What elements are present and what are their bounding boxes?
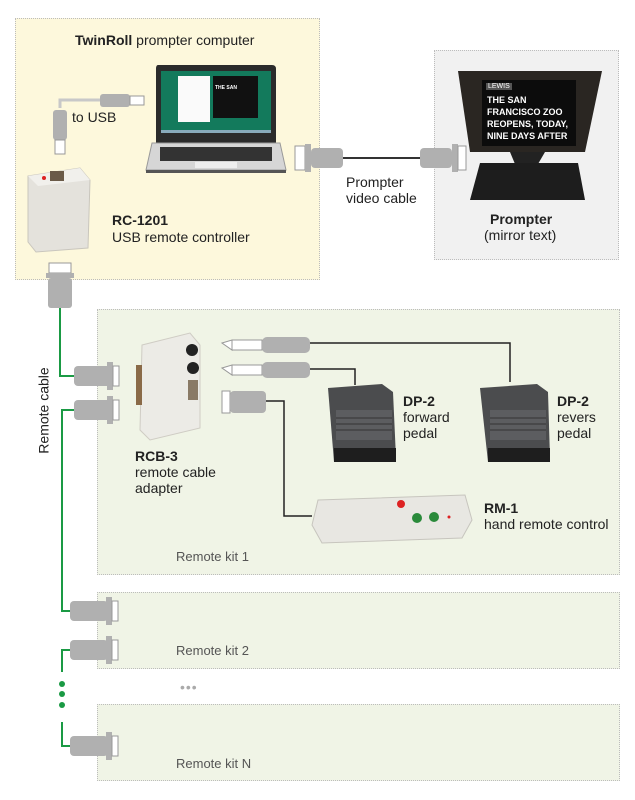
dp-2-forward-description-line1: forward xyxy=(403,409,450,425)
laptop-screen-text: THE SAN xyxy=(215,85,237,91)
prompter-screen-text: THE SAN FRANCISCO ZOO REOPENS, TODAY, NI… xyxy=(487,94,568,142)
video-cable xyxy=(294,144,467,172)
remote-cable-continuation-dots xyxy=(59,681,65,708)
rcb-3-model: RCB-3 xyxy=(135,448,178,464)
computer-group-title: TwinRoll prompter computer xyxy=(75,32,254,49)
kitn-in-connector xyxy=(70,732,119,760)
screen-line: NINE DAYS AFTER xyxy=(487,131,568,141)
dp-2-reverse-description-line2: pedal xyxy=(557,425,592,441)
prompter-screen-tag: LEWIS xyxy=(486,83,512,90)
dp-2-forward-description-line2: pedal xyxy=(403,425,438,441)
kit2-out-connector xyxy=(70,636,119,664)
screen-line: REOPENS, TODAY, xyxy=(487,119,569,129)
remote-kit-n-label: Remote kit N xyxy=(176,756,252,771)
remote-kit-n-box xyxy=(97,704,620,781)
dp-2-reverse-pedal-device xyxy=(480,384,550,462)
rc-1201-description: USB remote controller xyxy=(112,229,250,245)
rm-1-description: hand remote control xyxy=(484,516,609,532)
dp-2-forward-model: DP-2 xyxy=(403,393,435,409)
rcb-3-adapter xyxy=(136,332,201,441)
dp-2-reverse-model: DP-2 xyxy=(557,393,589,409)
rm-1-model: RM-1 xyxy=(484,500,519,516)
more-kits-ellipsis: ••• xyxy=(180,679,198,695)
video-cable-label-line2: video cable xyxy=(346,190,417,206)
kit2-in-connector xyxy=(70,597,119,625)
rcb-3-description-line1: remote cable xyxy=(135,464,216,480)
pedal-and-remote-cables xyxy=(266,342,511,517)
prompter-subtitle: (mirror text) xyxy=(484,227,557,243)
kit-connectors xyxy=(70,362,120,760)
video-cable-label-line1: Prompter xyxy=(346,174,404,190)
laptop xyxy=(145,65,287,173)
dp-2-reverse-description-line1: revers xyxy=(557,409,596,425)
computer-group-subtitle: prompter computer xyxy=(132,32,255,48)
rm-1-hand-remote-device xyxy=(311,494,473,544)
screen-line: THE SAN xyxy=(487,95,527,105)
remote-kit-2-box xyxy=(97,592,620,669)
remote-cable-lines xyxy=(59,308,75,747)
prompter-title: Prompter xyxy=(490,211,553,227)
usb-cable xyxy=(53,94,145,155)
dp-2-forward-pedal-device xyxy=(328,384,396,462)
remote-kit-1-label: Remote kit 1 xyxy=(176,549,249,564)
rc-1201-device xyxy=(27,167,91,253)
kit1-in-connector xyxy=(74,362,120,390)
rc-1201-connector xyxy=(46,262,74,308)
brand-name: TwinRoll xyxy=(75,32,133,48)
kit1-out-connector xyxy=(74,396,120,424)
remote-cable-label: Remote cable xyxy=(35,367,52,454)
usb-label: to USB xyxy=(72,109,117,125)
prompter-device xyxy=(458,71,602,200)
jack-plugs xyxy=(220,337,310,414)
screen-line: FRANCISCO ZOO xyxy=(487,107,563,117)
rcb-3-description-line2: adapter xyxy=(135,480,183,496)
remote-kit-2-label: Remote kit 2 xyxy=(176,643,249,658)
rc-1201-model: RC-1201 xyxy=(112,212,169,228)
